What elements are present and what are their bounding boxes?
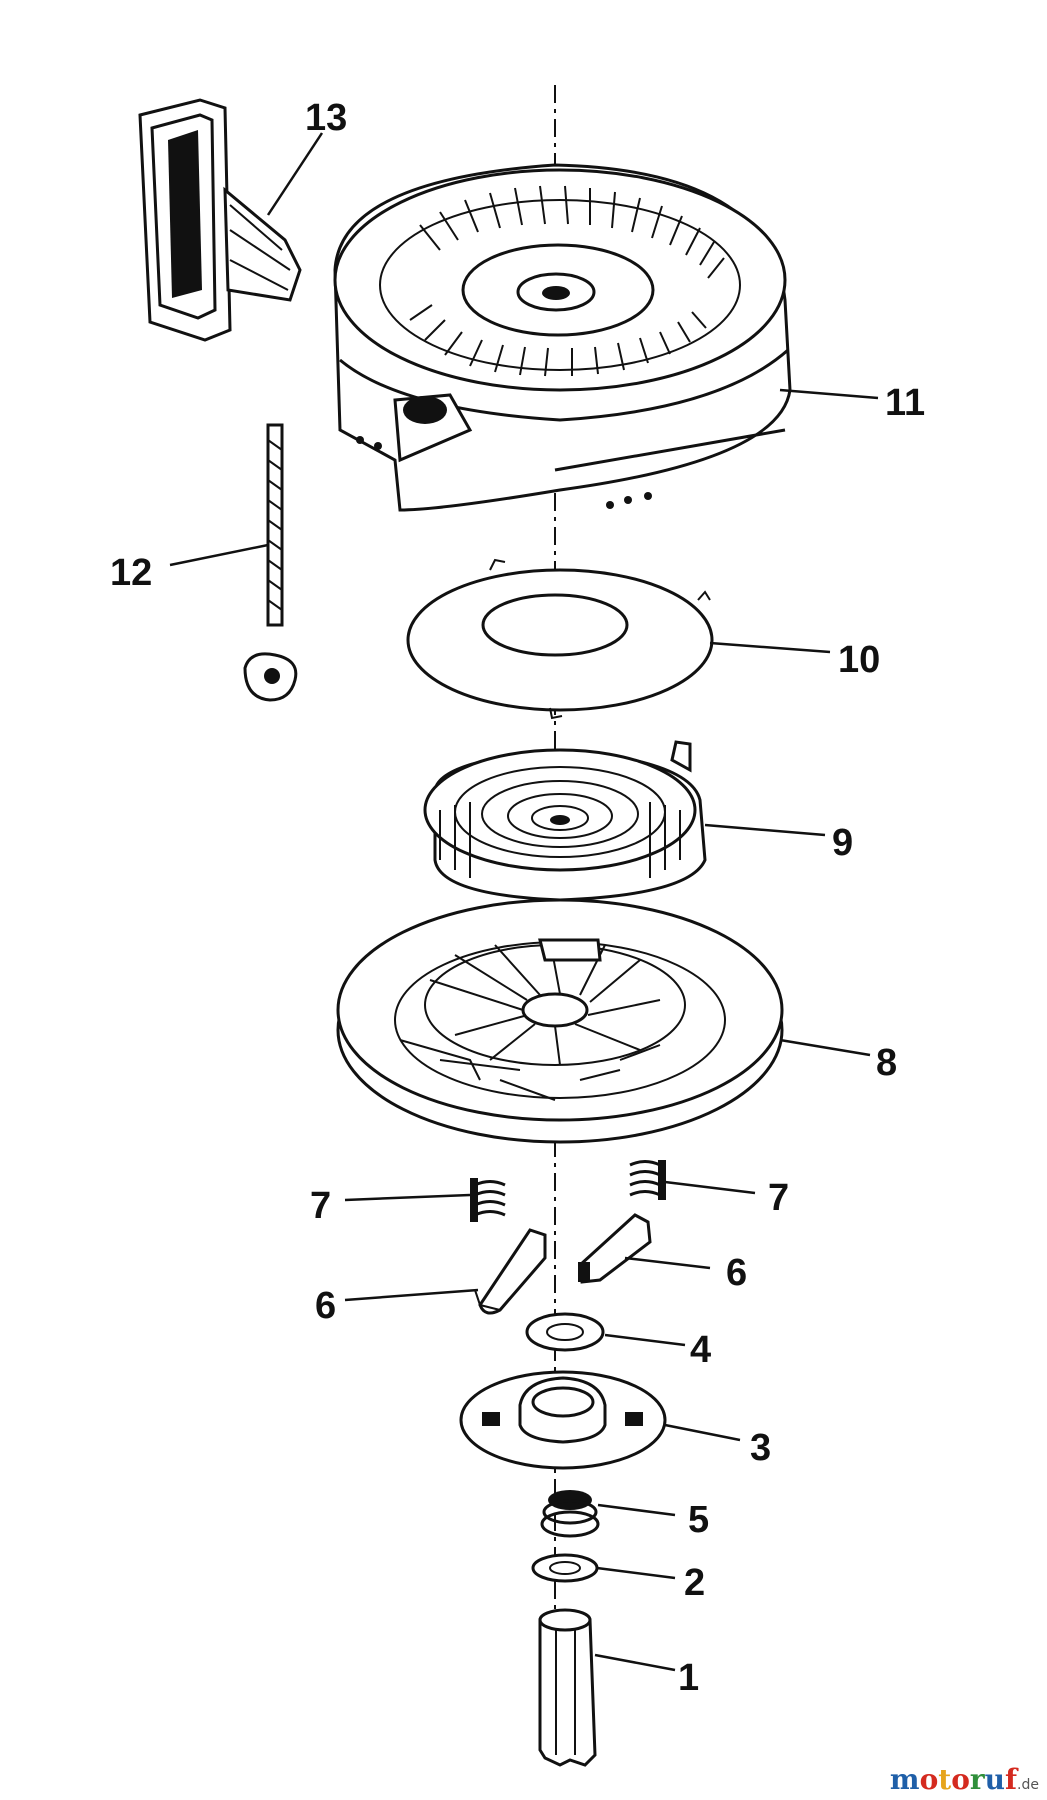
- callout-4: 4: [690, 1329, 711, 1371]
- part-2-washer: [531, 1553, 599, 1583]
- watermark-suffix: .de: [1017, 1777, 1039, 1793]
- part-3-retainer: [459, 1370, 667, 1470]
- part-6-pawl-left: [474, 1228, 547, 1315]
- part-6-pawl-right: [578, 1213, 652, 1284]
- callout-13: 13: [305, 97, 347, 139]
- part-12-rope: [243, 423, 298, 702]
- part-9-spring: [423, 740, 707, 902]
- pulley-spokes: [399, 939, 661, 1101]
- callout-12: 12: [110, 552, 152, 594]
- callout-3: 3: [750, 1427, 771, 1469]
- part-7-spring-left: [470, 1178, 506, 1222]
- callout-5: 5: [688, 1499, 709, 1541]
- part-8-pulley: [336, 898, 784, 1144]
- part-4-washer: [525, 1312, 605, 1352]
- callout-6-right: 6: [726, 1252, 747, 1294]
- part-5-spring: [540, 1490, 600, 1538]
- callout-10: 10: [838, 639, 880, 681]
- part-11-housing: [333, 163, 792, 512]
- part-13-handle: [138, 98, 302, 342]
- callout-6-left: 6: [315, 1285, 336, 1327]
- watermark-brand: motoruf: [889, 1763, 1018, 1796]
- watermark-logo: motoruf.de: [890, 1763, 1039, 1796]
- part-1-shaft: [538, 1608, 597, 1767]
- part-7-spring-right: [629, 1160, 666, 1200]
- callout-8: 8: [876, 1042, 897, 1084]
- callout-11: 11: [885, 382, 925, 424]
- leader-lines: [169, 132, 879, 1672]
- callout-1: 1: [678, 1657, 699, 1699]
- callout-2: 2: [684, 1562, 705, 1604]
- part-10-plate: [406, 558, 714, 720]
- callout-7-left: 7: [310, 1185, 331, 1227]
- callout-7-right: 7: [768, 1177, 789, 1219]
- callout-9: 9: [832, 822, 853, 864]
- housing-vents: [409, 185, 725, 377]
